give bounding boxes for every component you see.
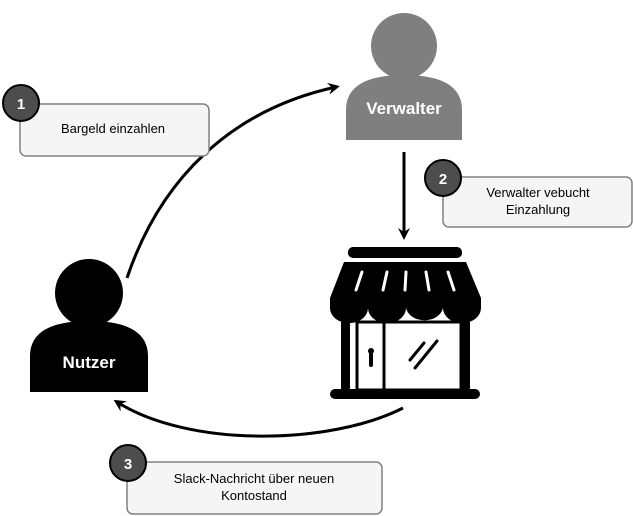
- admin-head: [371, 13, 437, 79]
- shop-pillar-left: [341, 322, 350, 390]
- shop-base: [330, 389, 480, 399]
- step-3-number: 3: [124, 456, 132, 473]
- step-3-text-line2: Kontostand: [221, 488, 287, 503]
- step-2-number: 2: [439, 171, 447, 188]
- step-1-badge: [2, 84, 40, 122]
- door-handle: [369, 351, 373, 367]
- user-body: [30, 321, 148, 392]
- step-3-badge: [109, 444, 147, 482]
- shop-window-frame: [382, 320, 463, 392]
- step-1-number: 1: [17, 96, 25, 113]
- awning-stripes: [354, 270, 456, 292]
- shop-roof-bar: [348, 247, 462, 258]
- step-1-text: Bargeld einzahlen: [61, 121, 165, 136]
- arrow-shop-to-user: [113, 399, 404, 438]
- user-label: Nutzer: [63, 353, 116, 372]
- admin-label: Verwalter: [366, 99, 442, 118]
- window-glare: [408, 339, 439, 370]
- admin-person-icon: Verwalter: [346, 13, 462, 140]
- shop-icon: [330, 247, 481, 399]
- user-head: [55, 259, 123, 327]
- user-person-icon: Nutzer: [30, 259, 148, 392]
- step-1-box: [19, 103, 210, 157]
- step-3-text-line1: Slack-Nachricht über neuen: [174, 471, 334, 486]
- step-2-text-line2: Einzahlung: [506, 202, 570, 217]
- step-3: Slack-Nachricht über neuen Kontostand 3: [109, 444, 383, 515]
- step-2-badge: [424, 159, 462, 197]
- shop-pillar-right: [461, 322, 470, 390]
- step-3-box: [126, 461, 383, 515]
- step-1: Bargeld einzahlen 1: [2, 84, 210, 157]
- awning-scallops: [330, 298, 481, 324]
- step-2-box: [442, 176, 633, 228]
- step-2-text-line1: Verwalter vebucht: [486, 185, 590, 200]
- admin-body: [346, 75, 462, 140]
- step-2: Verwalter vebucht Einzahlung 2: [424, 159, 633, 228]
